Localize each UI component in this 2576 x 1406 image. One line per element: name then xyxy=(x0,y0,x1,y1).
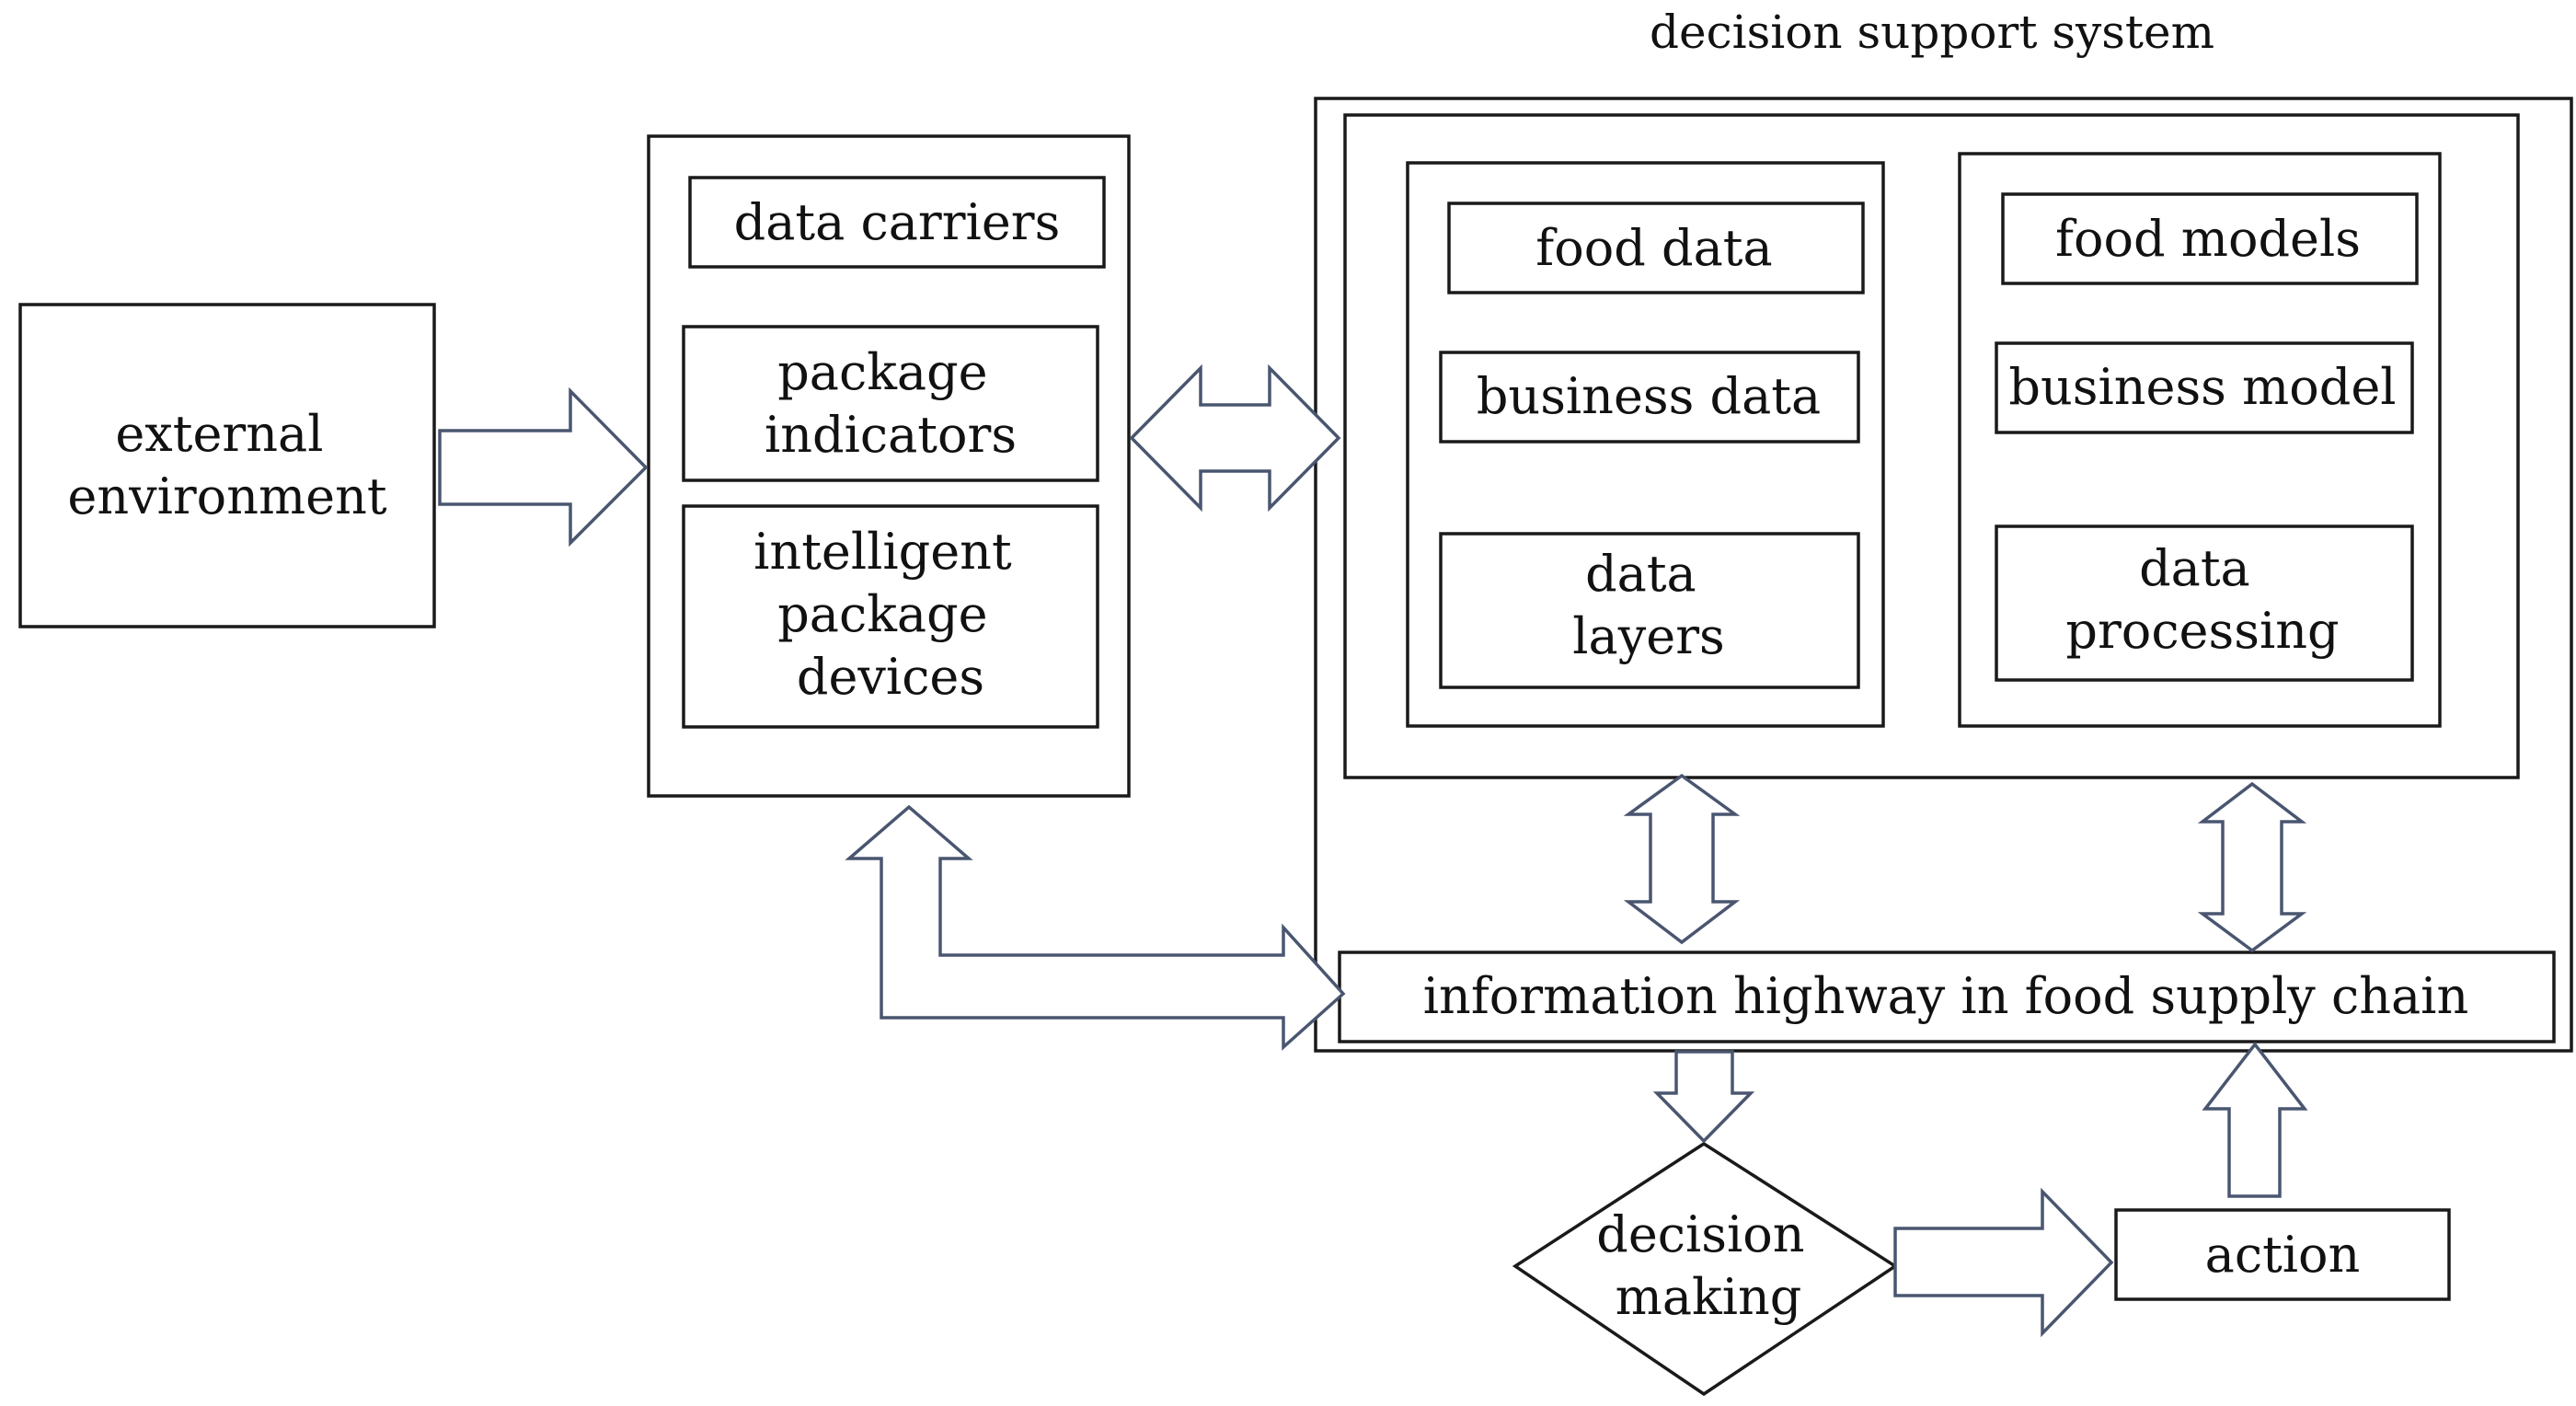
food-data-box xyxy=(1447,202,1865,294)
food-models-box xyxy=(2001,192,2419,285)
business-model-box xyxy=(1995,341,2414,434)
arrow-packaging-highway xyxy=(845,804,1346,1051)
external-environment-box xyxy=(18,303,436,628)
action-box xyxy=(2114,1208,2451,1301)
information-highway-label: information highway in food supply chain xyxy=(1423,967,2468,1025)
intelligent-package-devices-box xyxy=(682,504,1099,729)
package-indicators-box xyxy=(682,325,1099,482)
information-highway-box xyxy=(1338,951,2556,1043)
arrow-model-panel-highway xyxy=(2197,781,2307,953)
arrow-data-panel-highway xyxy=(1623,773,1741,945)
data-carriers-box xyxy=(688,176,1106,269)
arrow-environment-to-packaging xyxy=(438,386,649,547)
external-environment-label: external environment xyxy=(67,405,387,525)
food-models-label: food models xyxy=(2055,210,2361,268)
data-processing-box xyxy=(1995,524,2414,682)
data-layers-box xyxy=(1439,532,1860,689)
data-carriers-label: data carriers xyxy=(734,193,1061,251)
business-data-label: business data xyxy=(1477,367,1821,425)
arrow-packaging-decision-support xyxy=(1129,363,1341,513)
data-layers-label: data layers xyxy=(1572,545,1724,665)
decision-making-label: decision making xyxy=(1596,1205,1820,1326)
arrow-action-to-highway xyxy=(2202,1042,2308,1198)
business-model-label: business model xyxy=(2008,358,2396,416)
decision-making-diamond xyxy=(1512,1141,1899,1397)
action-label: action xyxy=(2205,1226,2361,1284)
food-data-label: food data xyxy=(1535,219,1772,277)
decision-support-system-title: decision support system xyxy=(1650,6,2214,59)
package-indicators-label: package indicators xyxy=(765,343,1017,464)
arrow-decision-to-action xyxy=(1893,1187,2114,1338)
intelligent-package-devices-label: intelligent package devices xyxy=(753,523,1028,706)
data-processing-label: data processing xyxy=(2065,539,2339,660)
business-data-box xyxy=(1439,351,1860,444)
arrow-highway-to-decision xyxy=(1652,1050,1755,1144)
